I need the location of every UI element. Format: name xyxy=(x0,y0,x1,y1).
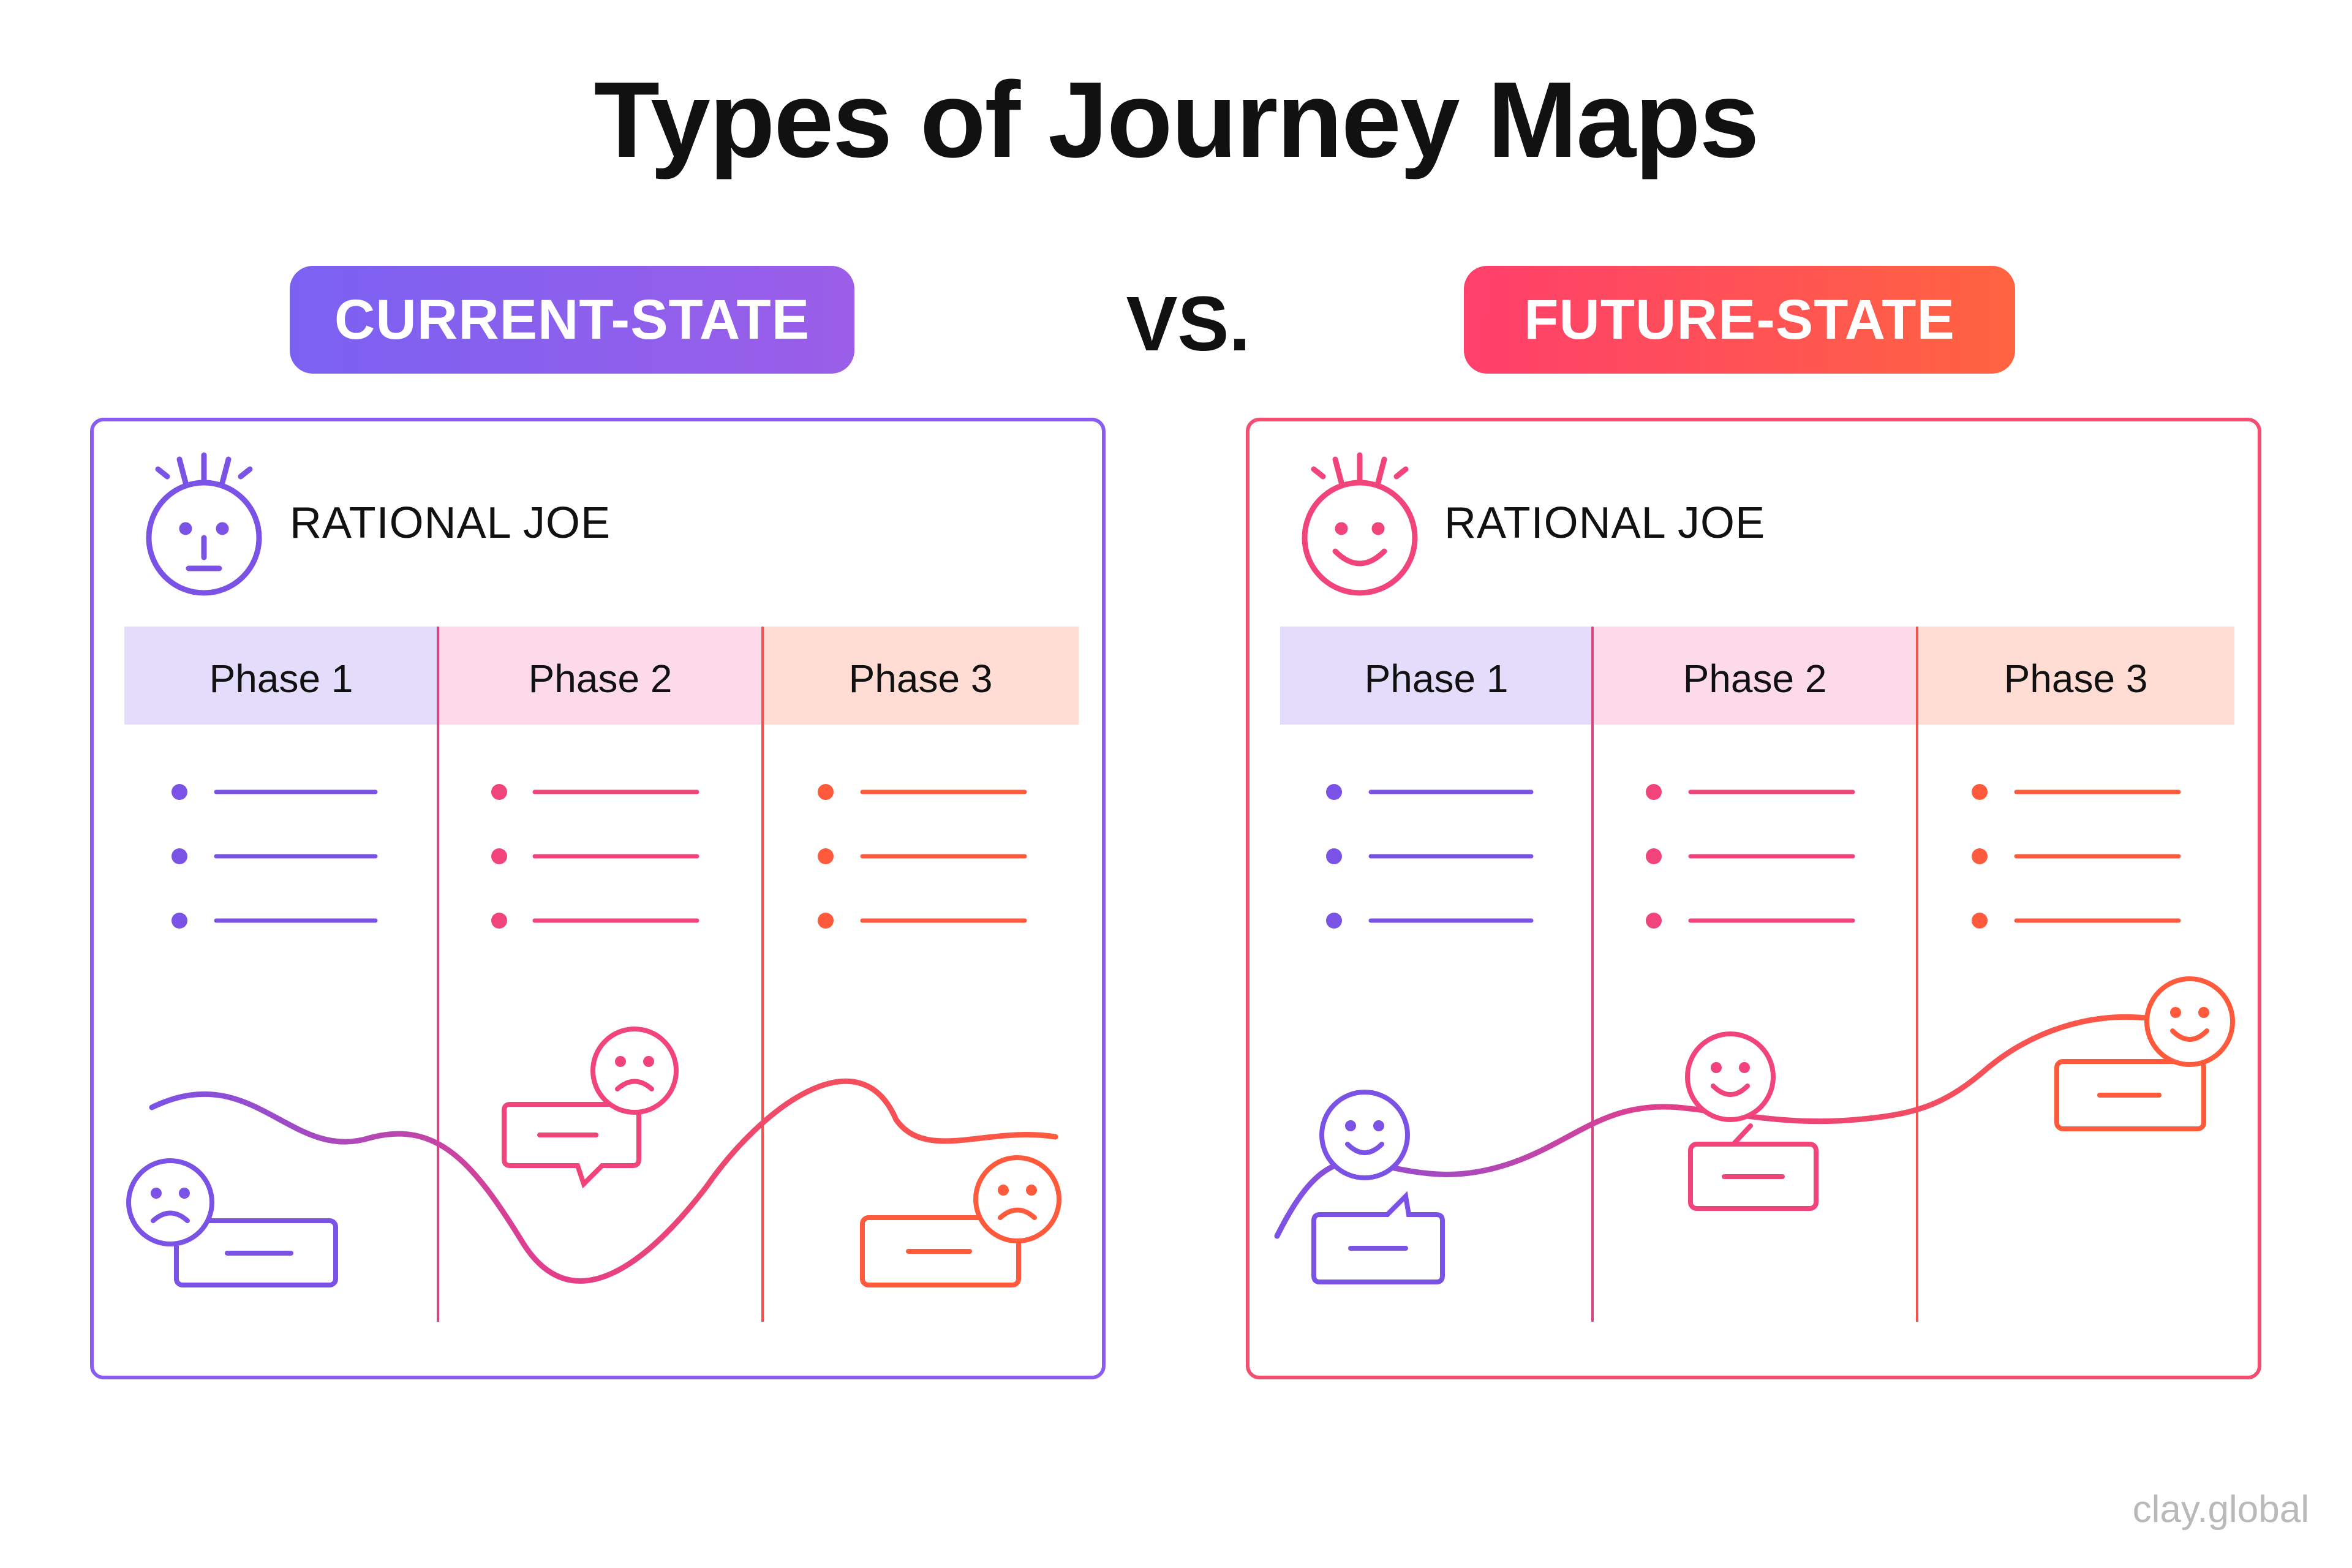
phase-3-bullets xyxy=(818,784,1027,929)
vs-label: VS. xyxy=(1126,281,1251,367)
phase-2-label: Phase 2 xyxy=(1683,657,1827,701)
phase-3-bullets xyxy=(1972,784,2181,929)
phase-3-header xyxy=(1917,627,2234,725)
current-state-panel: RATIONAL JOE Phase 1 Phase 2 Phase 3 xyxy=(90,418,1106,1379)
phase-2-label: Phase 2 xyxy=(528,657,673,701)
phase-2-bullets xyxy=(491,784,699,929)
sad-face-icon xyxy=(126,1158,338,1287)
smiling-face-icon xyxy=(1302,452,1418,596)
happy-face-icon xyxy=(2054,976,2235,1131)
future-state-label: FUTURE-STATE xyxy=(1524,288,1955,351)
future-state-panel: RATIONAL JOE Phase 1 Phase 2 Phase 3 xyxy=(1246,418,2261,1379)
neutral-face-icon xyxy=(146,452,262,596)
persona-name: RATIONAL JOE xyxy=(1444,499,1766,548)
phase-1-header xyxy=(1280,627,1593,725)
emotion-curve xyxy=(149,1078,1058,1284)
phase-1-label: Phase 1 xyxy=(1364,657,1509,701)
phase-1-bullets xyxy=(1326,784,1534,929)
phase-2-header xyxy=(438,627,763,725)
phase-3-label: Phase 3 xyxy=(848,657,993,701)
phase-2-header xyxy=(1593,627,1917,725)
current-state-label: CURRENT-STATE xyxy=(334,288,810,351)
phase-1-bullets xyxy=(172,784,378,929)
page-title: Types of Journey Maps xyxy=(594,60,1760,180)
future-journey-diagram xyxy=(1274,452,2235,1322)
phase-1-header xyxy=(124,627,438,725)
current-journey-diagram xyxy=(124,452,1079,1322)
future-state-badge: FUTURE-STATE xyxy=(1464,266,2015,374)
happy-face-icon xyxy=(1311,1090,1445,1284)
phase-2-bullets xyxy=(1646,784,1855,929)
sad-face-icon xyxy=(502,1027,679,1189)
phase-3-label: Phase 3 xyxy=(2003,657,2148,701)
sad-face-icon xyxy=(860,1155,1061,1287)
happy-face-icon xyxy=(1685,1031,1819,1211)
persona-name: RATIONAL JOE xyxy=(290,499,611,548)
current-state-badge: CURRENT-STATE xyxy=(290,266,854,374)
phase-1-label: Phase 1 xyxy=(209,657,353,701)
watermark: clay.global xyxy=(2132,1488,2309,1531)
phase-3-header xyxy=(763,627,1079,725)
